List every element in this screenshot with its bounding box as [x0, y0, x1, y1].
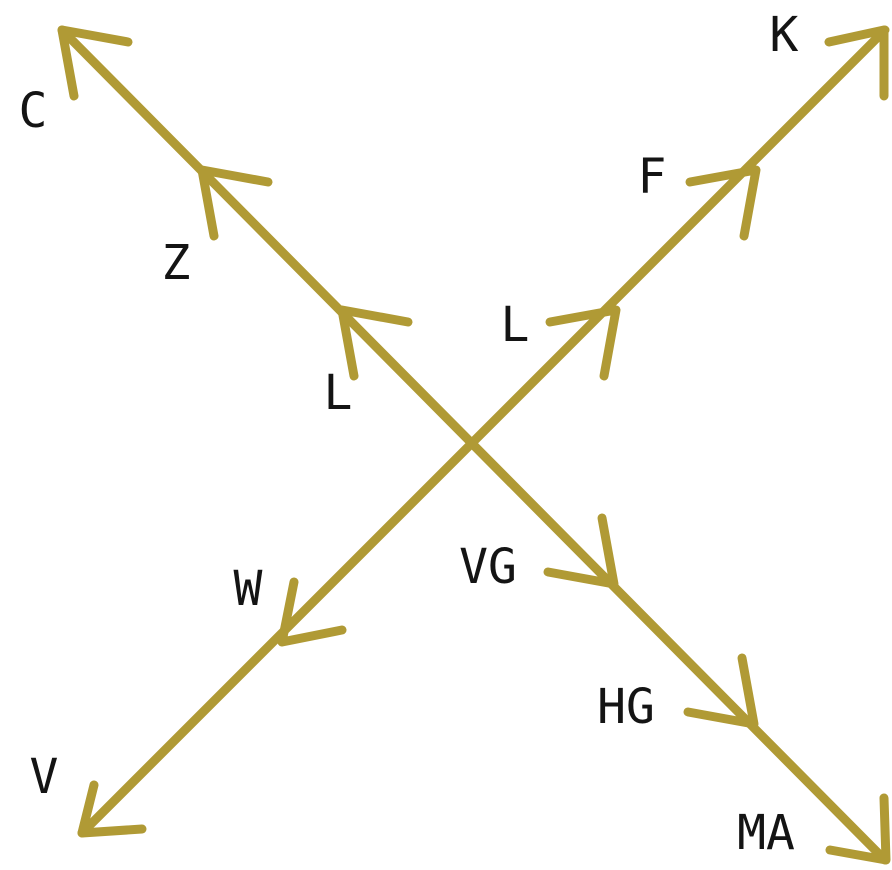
label-hg: HG: [597, 679, 655, 735]
label-k: K: [770, 7, 799, 63]
label-w: W: [234, 561, 263, 617]
arrow-hg: [683, 653, 759, 729]
arrow-l-right: [545, 305, 621, 381]
arrow-v: [77, 780, 147, 838]
arrow-z: [197, 165, 273, 241]
label-c: C: [19, 83, 48, 139]
label-vg: VG: [459, 539, 517, 595]
label-z: Z: [162, 235, 191, 291]
label-l-left: L: [324, 365, 353, 421]
arrow-l-left: [337, 305, 413, 381]
label-l-right: L: [501, 297, 530, 353]
line-k-to-v: [77, 25, 890, 838]
arrow-c: [57, 25, 133, 101]
arrow-k: [824, 25, 889, 101]
label-f: F: [638, 149, 667, 205]
arrow-vg: [543, 513, 619, 589]
label-v: V: [30, 749, 59, 805]
arrow-f: [685, 165, 761, 241]
arrow-w: [277, 577, 347, 647]
label-ma: MA: [737, 805, 795, 861]
arrow-ma: [825, 793, 891, 865]
